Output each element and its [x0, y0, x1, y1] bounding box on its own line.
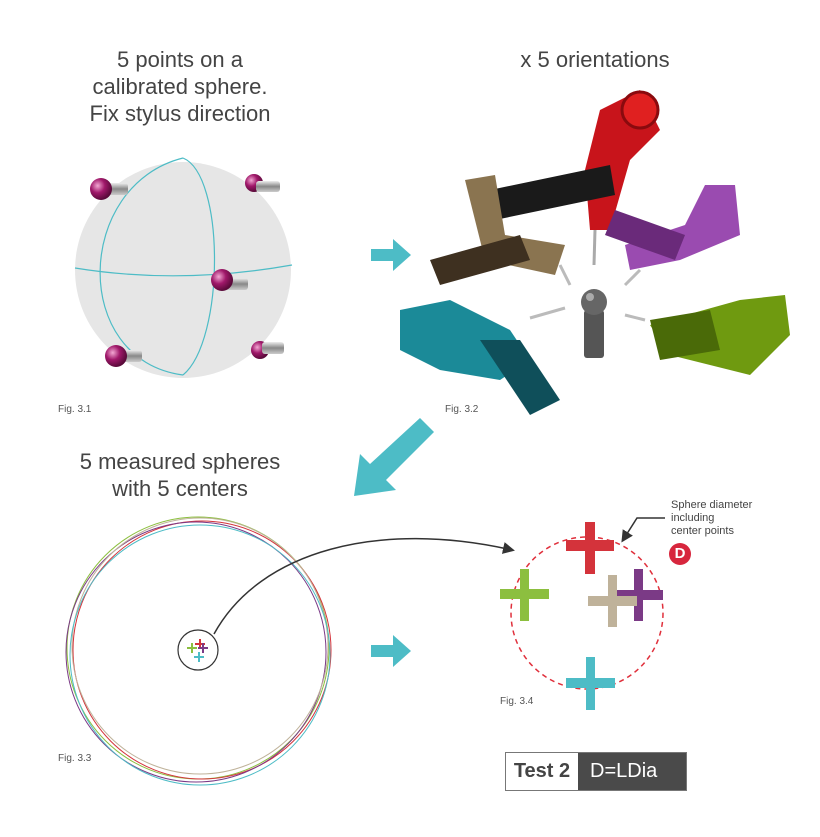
probe-teal: [400, 300, 566, 415]
calibration-sphere: [74, 157, 293, 378]
arrow-right-icon: [371, 635, 411, 667]
title-line: 5 points on a: [117, 47, 243, 72]
cross-teal: [566, 657, 615, 710]
cross-red: [566, 522, 614, 574]
annotation-line: Sphere diameter: [671, 499, 753, 511]
center-crosses: [500, 522, 663, 710]
cross-purple: [616, 569, 663, 621]
fig34-label: Fig. 3.4: [500, 696, 534, 707]
reference-sphere: [581, 289, 607, 358]
cross-tan: [588, 575, 637, 627]
annotation-line: including: [671, 512, 715, 524]
fig31-title: 5 points on a calibrated sphere. Fix sty…: [40, 46, 320, 127]
probe-green: [624, 295, 790, 375]
probe-purple: [605, 185, 740, 287]
title-line: 5 measured spheres: [79, 449, 281, 474]
probe-point: [211, 269, 248, 291]
small-centers: [187, 639, 208, 662]
sphere-diameter-annotation: Sphere diameter including center points: [671, 499, 752, 538]
probe-orientations: [400, 90, 790, 415]
probe-points: [90, 174, 284, 367]
probe-point: [251, 341, 284, 359]
center-zoom-circle: [177, 629, 219, 671]
fig32-label: Fig. 3.2: [445, 404, 479, 415]
probe-point: [105, 345, 142, 367]
cross-green: [500, 569, 549, 621]
arrow-diagonal-icon: [354, 418, 434, 496]
probe-point: [90, 178, 128, 200]
measured-spheres: [65, 516, 332, 786]
annotation-arrow: [621, 517, 665, 543]
test-box: Test 2 D=LDia: [505, 752, 687, 791]
probe-point: [245, 174, 280, 192]
title-line: Fix stylus direction: [89, 101, 271, 126]
fig31-label: Fig. 3.1: [58, 404, 92, 415]
zoom-connector-arrow: [213, 537, 515, 635]
test-formula: D=LDia: [578, 753, 686, 790]
title-line: with 5 centers: [112, 476, 248, 501]
test-name: Test 2: [506, 753, 578, 790]
fig32-title: x 5 orientations: [520, 47, 670, 72]
probe-tan: [430, 175, 572, 286]
diameter-badge: D: [669, 543, 691, 565]
probe-red: [490, 90, 660, 266]
annotation-line: center points: [671, 525, 734, 537]
arrow-right-icon: [371, 239, 411, 271]
fig33-label: Fig. 3.3: [58, 753, 92, 764]
fig33-title: 5 measured spheres with 5 centers: [40, 448, 320, 502]
title-line: calibrated sphere.: [92, 74, 268, 99]
